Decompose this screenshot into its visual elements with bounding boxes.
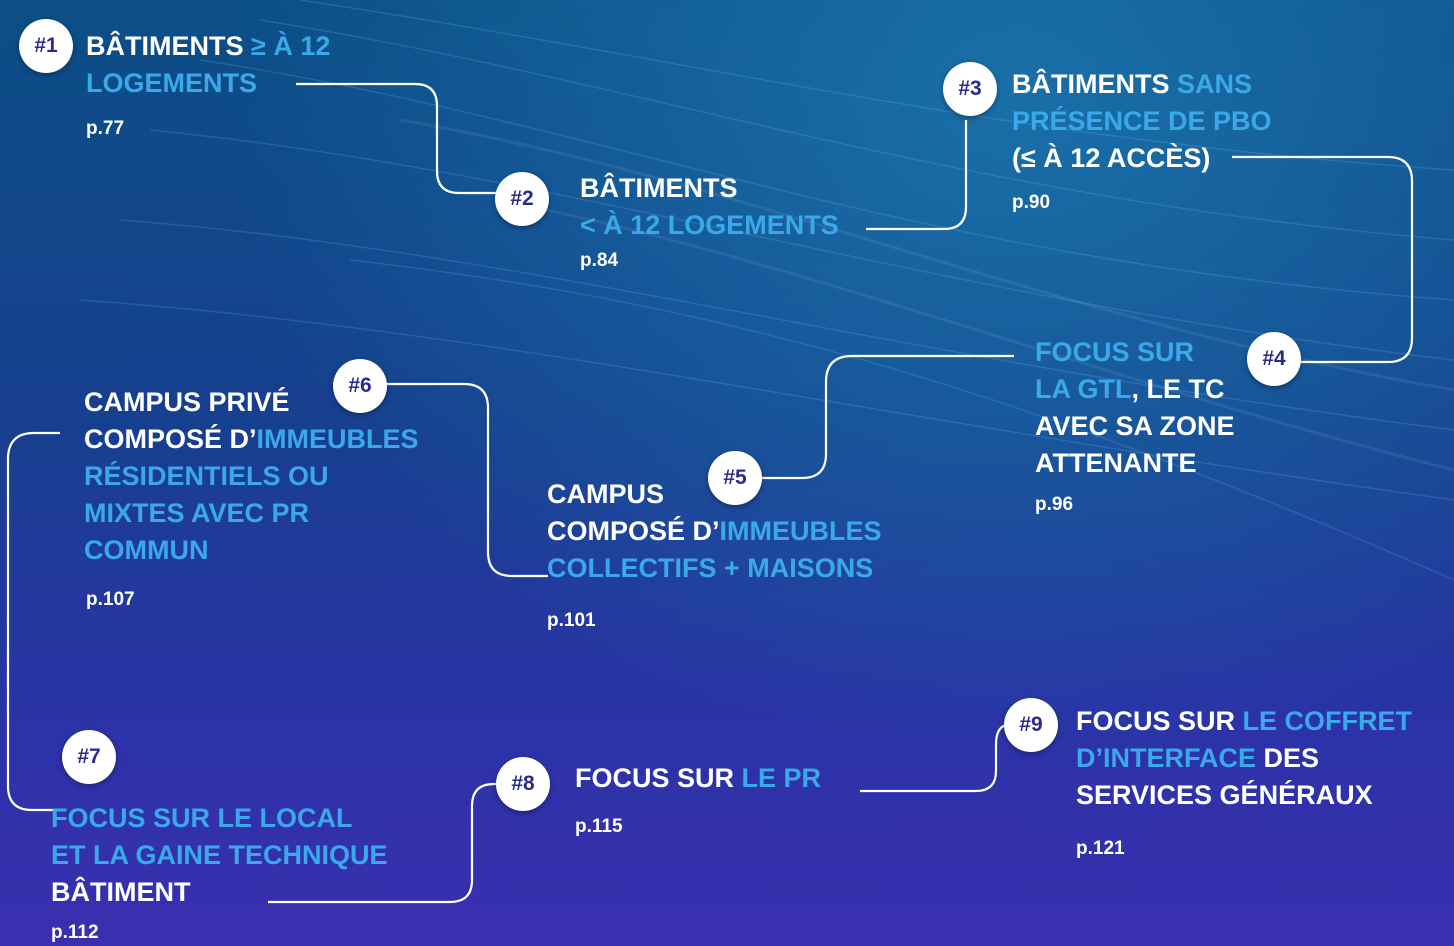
- step-page-2: p.84: [580, 250, 619, 271]
- step-page-9: p.121: [1076, 838, 1125, 859]
- text-span: SANS: [1177, 69, 1253, 99]
- text-span: SERVICES GÉNÉRAUX: [1076, 780, 1373, 810]
- step-7-line-2: ET LA GAINE TECHNIQUE: [51, 837, 388, 874]
- step-title-6: CAMPUS PRIVÉ COMPOSÉ D’IMMEUBLES RÉSIDEN…: [84, 384, 419, 569]
- step-6-line-5: COMMUN: [84, 532, 419, 569]
- text-span: BÂTIMENTS: [86, 31, 251, 61]
- text-span: FOCUS SUR: [575, 763, 742, 793]
- step-3-line-2: PRÉSENCE DE PBO: [1012, 103, 1272, 140]
- step-4-line-4: ATTENANTE: [1035, 445, 1235, 482]
- step-4-line-3: AVEC SA ZONE: [1035, 408, 1235, 445]
- connector-6-7: [6, 431, 60, 812]
- text-span: IMMEUBLES: [719, 516, 882, 546]
- connector-4-5: [760, 354, 1014, 480]
- text-span: < À 12 LOGEMENTS: [580, 210, 839, 240]
- step-4-line-2: LA GTL, LE TC: [1035, 371, 1235, 408]
- step-badge-3: #3: [943, 62, 997, 116]
- text-span: LE PR: [741, 763, 822, 793]
- step-9-line-1: FOCUS SUR LE COFFRET: [1076, 703, 1412, 740]
- text-span: CAMPUS: [547, 479, 665, 509]
- step-2-line-1: BÂTIMENTS: [580, 170, 839, 207]
- text-span: IMMEUBLES: [256, 424, 419, 454]
- connector-1-2: [296, 82, 510, 195]
- step-9-line-3: SERVICES GÉNÉRAUX: [1076, 777, 1412, 814]
- text-span: PRÉSENCE DE PBO: [1012, 106, 1272, 136]
- text-span: ATTENANTE: [1035, 448, 1197, 478]
- step-badge-4: #4: [1247, 332, 1301, 386]
- text-span: FOCUS SUR LE LOCAL: [51, 803, 353, 833]
- step-4-line-1: FOCUS SUR: [1035, 334, 1235, 371]
- text-span: LA GTL: [1035, 374, 1132, 404]
- text-span: DES: [1256, 743, 1320, 773]
- step-5-line-2: COMPOSÉ D’IMMEUBLES: [547, 513, 882, 550]
- step-page-3: p.90: [1012, 192, 1051, 213]
- step-page-8: p.115: [575, 816, 623, 837]
- step-page-4: p.96: [1035, 494, 1074, 515]
- text-span: (≤ À 12 ACCÈS): [1012, 143, 1211, 173]
- step-6-line-3: RÉSIDENTIELS OU: [84, 458, 419, 495]
- step-3-line-3: (≤ À 12 ACCÈS): [1012, 140, 1272, 177]
- step-page-5: p.101: [547, 610, 596, 631]
- step-title-1: BÂTIMENTS ≥ À 12 LOGEMENTS: [86, 28, 330, 102]
- step-badge-7: #7: [62, 730, 116, 784]
- text-span: BÂTIMENTS: [580, 173, 738, 203]
- text-span: MIXTES AVEC PR: [84, 498, 310, 528]
- step-page-6: p.107: [86, 589, 135, 610]
- step-5-line-1: CAMPUS: [547, 476, 882, 513]
- step-1-line-1: BÂTIMENTS ≥ À 12: [86, 28, 330, 65]
- step-title-5: CAMPUS COMPOSÉ D’IMMEUBLES COLLECTIFS + …: [547, 476, 882, 587]
- connector-2-3: [866, 120, 968, 231]
- step-1-line-2: LOGEMENTS: [86, 65, 330, 102]
- step-7-line-3: BÂTIMENT: [51, 874, 388, 911]
- step-6-line-4: MIXTES AVEC PR: [84, 495, 419, 532]
- step-3-line-1: BÂTIMENTS SANS: [1012, 66, 1272, 103]
- text-span: AVEC SA ZONE: [1035, 411, 1235, 441]
- step-page-1: p.77: [86, 118, 125, 139]
- step-2-line-2: < À 12 LOGEMENTS: [580, 207, 839, 244]
- step-badge-1: #1: [19, 19, 73, 73]
- step-title-9: FOCUS SUR LE COFFRET D’INTERFACE DES SER…: [1076, 703, 1412, 814]
- step-badge-2: #2: [495, 172, 549, 226]
- text-span: LE COFFRET: [1242, 706, 1413, 736]
- step-title-3: BÂTIMENTS SANS PRÉSENCE DE PBO (≤ À 12 A…: [1012, 66, 1272, 177]
- step-badge-5: #5: [708, 451, 762, 505]
- connector-7-8: [268, 782, 512, 904]
- text-span: CAMPUS PRIVÉ: [84, 387, 290, 417]
- step-9-line-2: D’INTERFACE DES: [1076, 740, 1412, 777]
- step-badge-9: #9: [1004, 698, 1058, 752]
- text-span: ≥ À 12: [251, 31, 331, 61]
- connector-5-6: [386, 382, 548, 578]
- step-title-2: BÂTIMENTS < À 12 LOGEMENTS: [580, 170, 839, 244]
- text-span: BÂTIMENTS: [1012, 69, 1177, 99]
- step-6-line-2: COMPOSÉ D’IMMEUBLES: [84, 421, 419, 458]
- step-7-line-1: FOCUS SUR LE LOCAL: [51, 800, 388, 837]
- text-span: D’INTERFACE: [1076, 743, 1257, 773]
- step-page-7: p.112: [51, 922, 99, 943]
- text-span: LOGEMENTS: [86, 68, 258, 98]
- step-5-line-3: COLLECTIFS + MAISONS: [547, 550, 882, 587]
- text-span: COMPOSÉ D’: [547, 516, 720, 546]
- step-6-line-1: CAMPUS PRIVÉ: [84, 384, 419, 421]
- text-span: RÉSIDENTIELS OU: [84, 461, 329, 491]
- text-span: FOCUS SUR: [1035, 337, 1195, 367]
- text-span: COMPOSÉ D’: [84, 424, 257, 454]
- step-title-4: FOCUS SUR LA GTL, LE TC AVEC SA ZONE ATT…: [1035, 334, 1235, 482]
- text-span: COMMUN: [84, 535, 209, 565]
- step-badge-8: #8: [496, 757, 550, 811]
- step-badge-6: #6: [333, 359, 387, 413]
- step-title-8: FOCUS SUR LE PR: [575, 760, 821, 797]
- text-span: , LE TC: [1131, 374, 1225, 404]
- text-span: FOCUS SUR: [1076, 706, 1243, 736]
- connector-8-9: [860, 722, 1013, 793]
- connector-3-4: [1232, 155, 1414, 364]
- text-span: COLLECTIFS + MAISONS: [547, 553, 874, 583]
- text-span: ET LA GAINE TECHNIQUE: [51, 840, 388, 870]
- step-title-7: FOCUS SUR LE LOCAL ET LA GAINE TECHNIQUE…: [51, 800, 388, 911]
- text-span: BÂTIMENT: [51, 877, 191, 907]
- step-8-line-1: FOCUS SUR LE PR: [575, 760, 821, 797]
